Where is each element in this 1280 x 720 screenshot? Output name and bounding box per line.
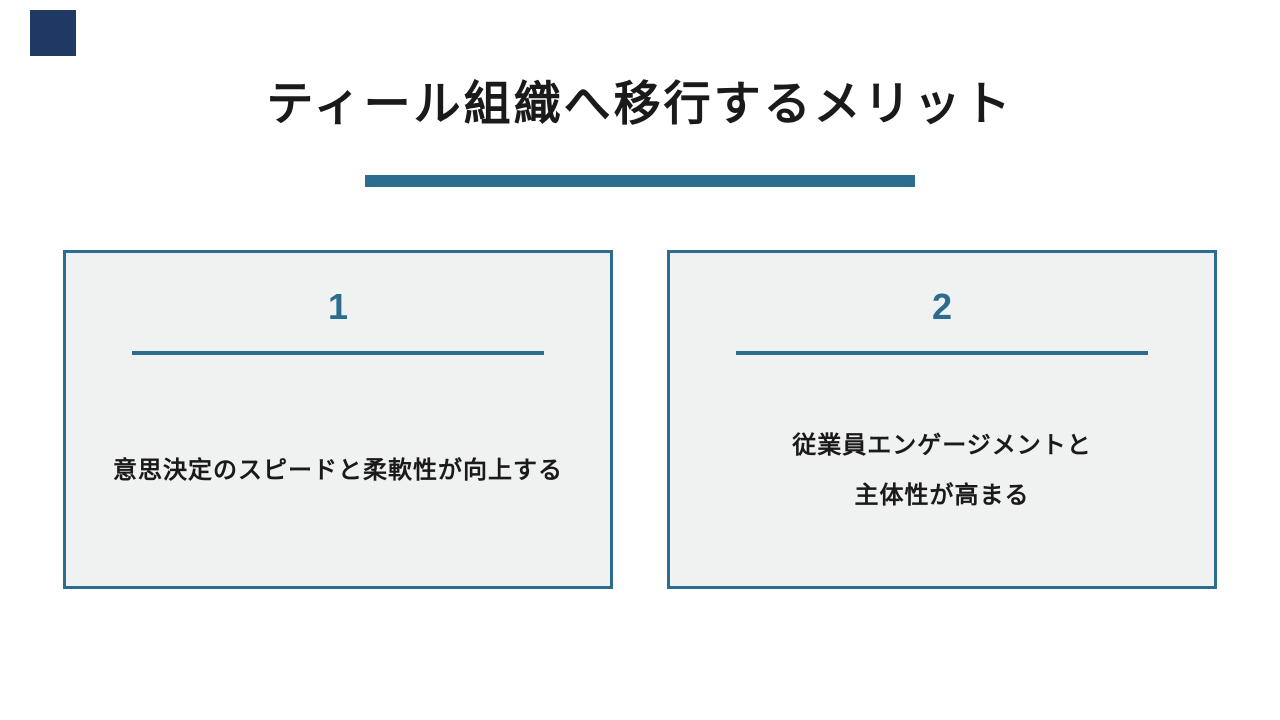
- benefit-cards-row: 1 意思決定のスピードと柔軟性が向上する 2 従業員エンゲージメントと 主体性が…: [63, 250, 1217, 589]
- card-2-text-line-1: 従業員エンゲージメントと: [792, 431, 1092, 459]
- title-underline-bar: [365, 175, 915, 187]
- card-2-text-line-2: 主体性が高まる: [854, 481, 1030, 509]
- benefit-card-1: 1 意思決定のスピードと柔軟性が向上する: [63, 250, 613, 589]
- card-1-body: 意思決定のスピードと柔軟性が向上する: [113, 355, 563, 586]
- benefit-card-2: 2 従業員エンゲージメントと 主体性が高まる: [667, 250, 1217, 589]
- card-1-number-underline: [132, 351, 544, 355]
- card-1-text-line-1: 意思決定のスピードと柔軟性が向上する: [113, 456, 563, 484]
- card-2-number-underline: [736, 351, 1148, 355]
- corner-accent-square: [30, 10, 76, 56]
- slide-title: ティール組織へ移行するメリット: [266, 77, 1014, 130]
- card-2-body: 従業員エンゲージメントと 主体性が高まる: [792, 355, 1092, 586]
- card-1-number: 1: [327, 286, 349, 327]
- card-2-number: 2: [931, 286, 953, 327]
